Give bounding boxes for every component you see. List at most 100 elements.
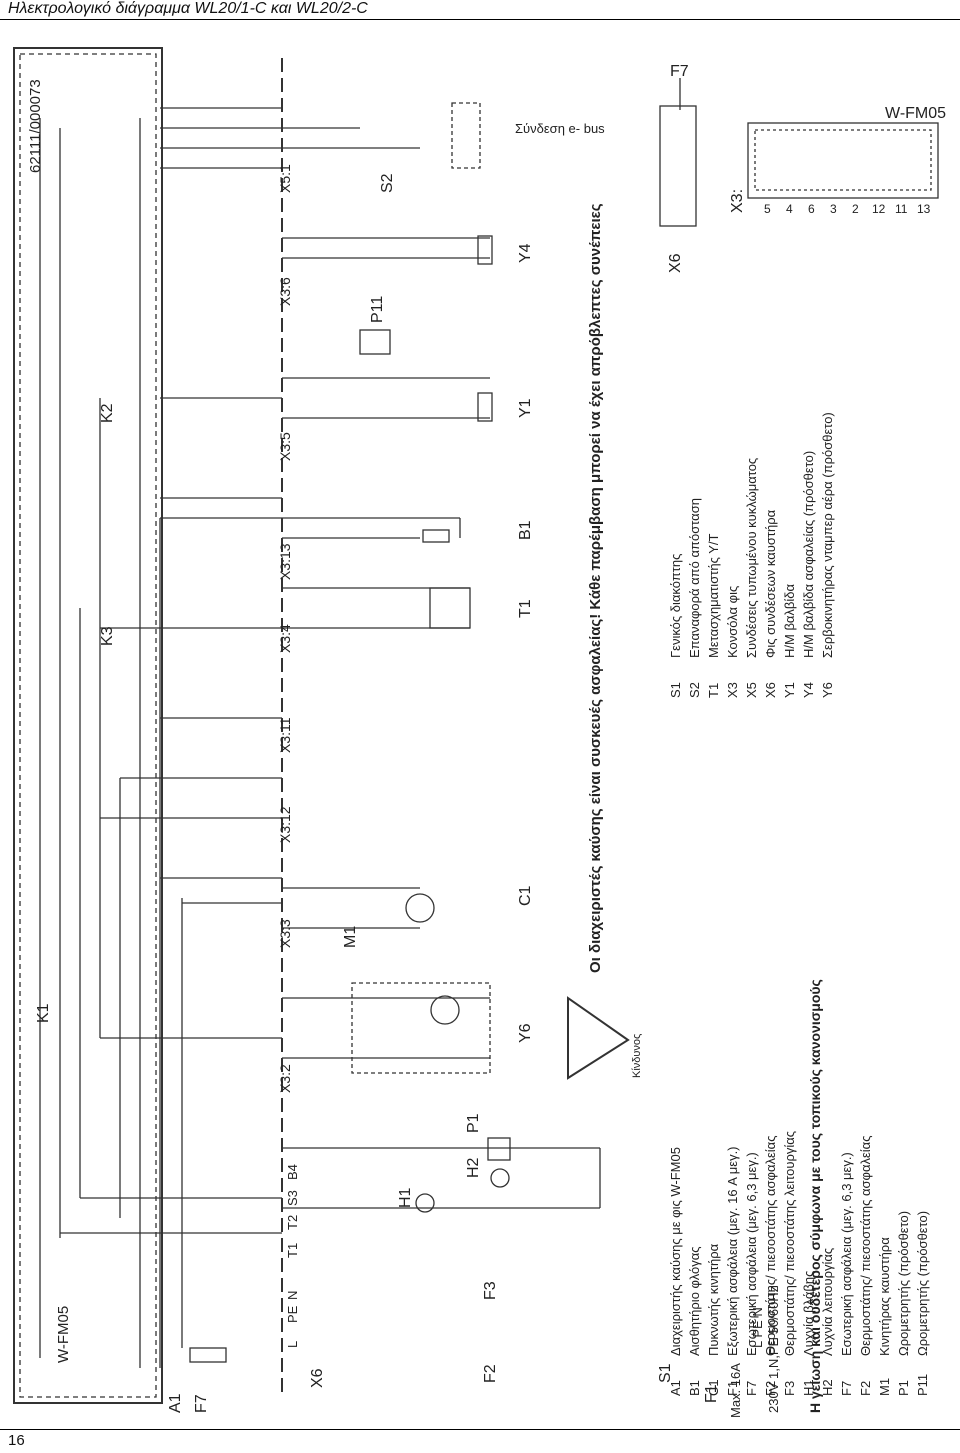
legend-right-code-0: S1 bbox=[668, 682, 683, 698]
legend-right-text-8: Σερβοκινητήρας νταμπερ αέρα (πρόσθετο) bbox=[820, 412, 835, 658]
label-x6-right: X6 bbox=[667, 253, 684, 273]
label-p1: P1 bbox=[465, 1113, 482, 1133]
warning-caption: Κίνδυνος bbox=[631, 1034, 643, 1078]
legend-right-code-6: Y1 bbox=[782, 682, 797, 698]
legend-left-code-7: H1 bbox=[801, 1379, 816, 1396]
legend-right-text-4: Συνδέσεις τυπωμένου κυκλώματος bbox=[744, 458, 759, 658]
controller-inner-border bbox=[19, 53, 157, 1398]
hour-meter-p11 bbox=[359, 329, 391, 355]
legend-left-text-5: Θερμοστάτης/ πιεσοστάτης ασφαλείας bbox=[763, 1136, 778, 1356]
connector-x3-6: X3:6 bbox=[277, 277, 293, 306]
socket-pin-4: 4 bbox=[786, 202, 793, 216]
servo-motor-box bbox=[351, 982, 491, 1074]
connector-x3-4: X3:4 bbox=[277, 624, 293, 653]
warning-triangle bbox=[567, 996, 630, 1080]
legend-left-text-1: Αισθητήριο φλόγας bbox=[687, 1246, 702, 1356]
legend-left-text-10: Θερμοστάτης/ πιεσοστάτης ασφαλείας bbox=[858, 1136, 873, 1356]
label-c1: C1 bbox=[517, 885, 534, 906]
legend-left-code-12: P1 bbox=[896, 1380, 911, 1396]
legend-left-code-4: F7 bbox=[744, 1381, 759, 1396]
hour-meter-p1 bbox=[487, 1137, 511, 1161]
warning-text: Οι διαχειριστές καύσης είναι συσκευές ασ… bbox=[587, 203, 604, 973]
legend-left-code-5: F2 bbox=[763, 1381, 778, 1396]
label-x6: X6 bbox=[309, 1368, 326, 1388]
legend-left-text-13: Ωρομετρητής (πρόσθετο) bbox=[915, 1211, 930, 1356]
legend-right-code-2: T1 bbox=[706, 683, 721, 698]
label-h2: H2 bbox=[465, 1157, 482, 1178]
connector-x3-3: X3:3 bbox=[277, 919, 293, 948]
legend-left-text-0: Διαχειριστής καύσης με φις W-FM05 bbox=[668, 1147, 683, 1356]
flame-sensor-b1 bbox=[422, 529, 450, 543]
page-title: Ηλεκτρολογικό διάγραμμα WL20/1-C και WL2… bbox=[8, 0, 368, 17]
supply-label: 230V 1,N,PE 50/60Hz bbox=[766, 1286, 781, 1413]
fuse-f7 bbox=[189, 1347, 227, 1363]
terminal-pe: PE bbox=[285, 1305, 300, 1323]
fuse-rating: Max. 16A bbox=[728, 1363, 743, 1418]
connector-x3-13: X3:13 bbox=[277, 543, 293, 580]
legend-right-code-7: Y4 bbox=[801, 682, 816, 698]
legend-left-code-9: F7 bbox=[839, 1381, 854, 1396]
legend-right-code-8: Y6 bbox=[820, 682, 835, 698]
terminal-t1: T1 bbox=[285, 1243, 300, 1258]
legend-right-code-3: X3 bbox=[725, 682, 740, 698]
footer-rule bbox=[0, 1429, 960, 1430]
legend-left-text-9: Εσωτερική ασφάλεια (μεγ. 6,3 μεγ.) bbox=[839, 1152, 854, 1356]
legend-left-text-2: Πυκνωτής κινητήρα bbox=[706, 1243, 721, 1356]
ebus-note: Σύνδεση e- bus bbox=[515, 121, 605, 136]
page-number: 16 bbox=[8, 1432, 25, 1449]
legend-left-code-8: H2 bbox=[820, 1379, 835, 1396]
doc-code-label: 62111/000073 bbox=[27, 79, 44, 173]
label-k2-top: K2 bbox=[99, 403, 116, 423]
socket-pin-11: 11 bbox=[895, 202, 908, 216]
label-m1: M1 bbox=[342, 926, 359, 948]
earth-note: Η γείωση και ουδέτερος σύμφωνα με τους τ… bbox=[807, 979, 823, 1413]
connector-x6-right bbox=[659, 105, 697, 227]
legend-right-text-1: Επαναφορά από απόσταση bbox=[687, 498, 702, 658]
legend-left-text-8: Λυχνία λειτουργίας bbox=[820, 1248, 835, 1356]
valve-y4-coil bbox=[477, 235, 493, 265]
label-k1: K1 bbox=[35, 1003, 52, 1023]
supply-terminals: L PE N bbox=[750, 1307, 765, 1348]
legend-left-text-6: Θερμοστάτης/ πιεσοστάτης λειτουργίας bbox=[782, 1131, 797, 1356]
label-x3-socket: X3: bbox=[729, 189, 746, 213]
legend-left-code-2: C1 bbox=[706, 1379, 721, 1396]
label-socket-f7: F7 bbox=[670, 63, 689, 80]
legend-left-code-3: F1 bbox=[725, 1381, 740, 1396]
legend-right-text-0: Γενικός διακόπτης bbox=[668, 554, 683, 658]
label-a1: A1 bbox=[167, 1393, 184, 1413]
terminal-s3: S3 bbox=[285, 1190, 300, 1206]
legend-right-code-1: S2 bbox=[687, 682, 702, 698]
label-y4: Y4 bbox=[517, 243, 534, 263]
wiring-diagram-svg: 62111/000073 W-FM05 X5:1 X3:6 X3:5 X3:13… bbox=[13, 47, 946, 1418]
terminal-n: N bbox=[285, 1291, 300, 1300]
label-f3: F3 bbox=[482, 1281, 499, 1300]
legend-left-text-3: Εξωτερική ασφάλεια (μεγ. 16 A μεγ.) bbox=[725, 1146, 740, 1356]
label-y1: Y1 bbox=[517, 398, 534, 418]
label-k3-top: K3 bbox=[99, 626, 116, 646]
socket-pin-12: 12 bbox=[872, 202, 886, 216]
socket-w-fm05 bbox=[747, 122, 939, 199]
label-t1: T1 bbox=[517, 599, 534, 618]
transformer-t1 bbox=[429, 587, 471, 629]
valve-y1-coil bbox=[477, 392, 493, 422]
legend-right-text-6: Η/Μ βαλβίδα bbox=[782, 583, 797, 658]
legend-left-text-4: Εσωτερική ασφάλεια (μεγ. 6,3 μεγ.) bbox=[744, 1152, 759, 1356]
legend-left-text-11: Κινητήρας καυστήρα bbox=[877, 1237, 892, 1356]
legend-left-code-13: P11 bbox=[915, 1374, 930, 1396]
label-f2: F2 bbox=[482, 1364, 499, 1383]
socket-pin-3: 3 bbox=[830, 202, 837, 216]
lamp-h1 bbox=[415, 1193, 435, 1213]
connector-x5-1: X5:1 bbox=[277, 164, 293, 193]
lamp-h2 bbox=[490, 1168, 510, 1188]
label-s2: S2 bbox=[379, 173, 396, 193]
wiring-diagram: 62111/000073 W-FM05 X5:1 X3:6 X3:5 X3:13… bbox=[0, 18, 960, 1430]
label-y6: Y6 bbox=[517, 1023, 534, 1043]
motor-m1-symbol bbox=[405, 893, 435, 923]
ebus-link bbox=[451, 102, 481, 169]
socket-pins bbox=[754, 129, 932, 191]
legend-right-code-5: X6 bbox=[763, 682, 778, 698]
legend-right-text-2: Μετασχηματιστής Υ/Τ bbox=[706, 533, 721, 658]
label-b1: B1 bbox=[517, 520, 534, 540]
